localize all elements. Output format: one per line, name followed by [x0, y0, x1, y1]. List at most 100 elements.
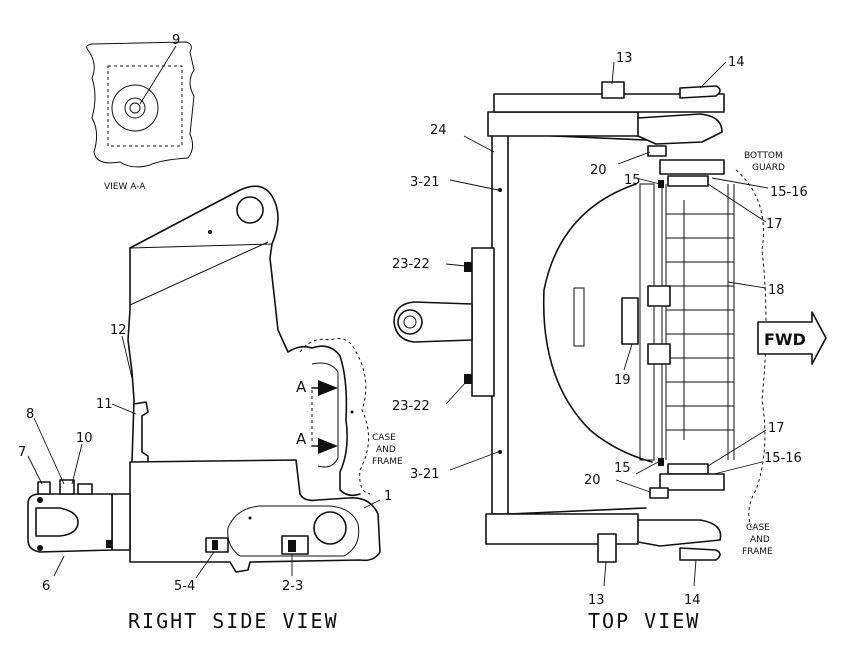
bolt-3-21-bottom — [498, 450, 502, 454]
upper-arm — [129, 185, 361, 497]
case-frame-label-2: AND — [376, 445, 396, 455]
leader-18 — [727, 281, 767, 289]
ref-5-4: 5-4 — [174, 579, 195, 594]
ref-18: 18 — [768, 283, 785, 298]
leader-20-top — [617, 151, 651, 165]
arm-left-edge — [127, 247, 135, 463]
bottom-guard-top — [659, 159, 725, 175]
leader-19 — [623, 343, 633, 371]
ref-19: 19 — [614, 373, 631, 388]
ref-23-22-bottom: 23-22 — [392, 399, 430, 414]
reel-shaft — [639, 183, 655, 461]
top-view: FWD 13 14 24 3-21 20 15 15-16 17 23-22 1… — [392, 51, 827, 633]
leader-17-top — [707, 183, 767, 223]
view-aa-outer-boss — [111, 84, 159, 132]
ref-3-21-top: 3-21 — [410, 175, 440, 190]
part-13-bottom — [597, 533, 617, 563]
part-15-top — [658, 180, 664, 188]
part-15-bottom — [658, 458, 664, 466]
part-14-top — [679, 85, 721, 99]
bolt-23-22-bottom — [464, 374, 472, 384]
view-aa: 9 VIEW A-A — [86, 33, 195, 192]
arm-bolt — [208, 230, 212, 234]
top-case-frame-label-2: AND — [750, 535, 770, 545]
ref-15-bottom: 15 — [614, 461, 631, 476]
leader-3-21-bottom — [449, 451, 499, 471]
leader-13-bottom — [603, 561, 607, 587]
bottom-crossbar — [485, 513, 639, 545]
case-frame-label-1: CASE — [372, 433, 396, 443]
bracket-11 — [133, 401, 149, 465]
fitting-5-4-bolt — [212, 540, 218, 550]
ref-8: 8 — [26, 407, 34, 422]
leader-20-bottom — [615, 479, 651, 493]
ref-11: 11 — [96, 397, 113, 412]
ref-15-16-top: 15-16 — [770, 185, 808, 200]
ref-1: 1 — [384, 489, 392, 504]
mount-plate — [471, 247, 495, 397]
view-aa-hole — [129, 102, 141, 114]
case-frame-boss — [311, 362, 339, 468]
case-frame-outline — [299, 338, 371, 495]
main-housing — [129, 459, 381, 573]
ref-17-bottom: 17 — [768, 421, 785, 436]
leader-14-bottom — [693, 559, 697, 587]
tow-eye — [393, 301, 473, 343]
fwd-label: FWD — [764, 330, 806, 349]
part-20-bottom — [649, 487, 669, 499]
top-case-frame-label-3: FRAME — [742, 547, 773, 557]
arm-pivot-hole — [236, 196, 264, 224]
bearing-block-top — [647, 285, 671, 307]
bottom-guard-label-1: BOTTOM — [744, 151, 783, 161]
ref-24: 24 — [430, 123, 447, 138]
part-8-10 — [59, 479, 75, 495]
ref-6: 6 — [42, 579, 50, 594]
bolt-3-21-top — [498, 188, 502, 192]
leader-15-16-bottom — [713, 461, 763, 475]
part-17-top — [667, 175, 709, 187]
case-frame-label-3: FRAME — [372, 457, 403, 467]
ref-9: 9 — [172, 33, 180, 48]
fitting-2-3-bolt — [288, 540, 296, 552]
part-17-bottom — [667, 463, 709, 475]
part-13-top — [601, 81, 625, 99]
leader-15-16-top — [711, 177, 769, 189]
leader-24 — [463, 135, 495, 153]
bolt-23-22-top — [464, 262, 472, 272]
bottom-linkage — [637, 519, 722, 547]
section-arrow-bottom — [318, 438, 338, 454]
leader-17-bottom — [707, 429, 767, 467]
arm-fold-line-2 — [129, 243, 273, 249]
clevis-pin-bottom — [37, 545, 43, 551]
reel-guard-arc — [542, 183, 653, 463]
ref-13-top: 13 — [616, 51, 633, 66]
leader-9 — [139, 45, 177, 105]
leader-7 — [27, 455, 43, 485]
ref-17-top: 17 — [766, 217, 783, 232]
top-case-frame-outline — [735, 169, 767, 531]
top-case-frame-label-1: CASE — [746, 523, 770, 533]
leader-23-22-bottom — [445, 381, 467, 405]
view-aa-outline — [86, 41, 195, 168]
top-linkage — [637, 113, 723, 145]
bearing-block-bottom — [647, 343, 671, 365]
ref-7: 7 — [18, 445, 26, 460]
right-side-view-title: RIGHT SIDE VIEW — [128, 609, 339, 633]
ref-3-21-bottom: 3-21 — [410, 467, 440, 482]
leader-15-bottom — [635, 461, 659, 475]
clevis-plate — [111, 493, 131, 551]
housing-pivot — [313, 511, 347, 545]
section-label-a-bottom: A — [296, 430, 307, 448]
leader-5-4 — [195, 551, 215, 579]
bottom-guard-bottom — [659, 473, 725, 491]
part-10-block — [77, 483, 93, 495]
frame-dot — [350, 410, 354, 414]
top-view-title: TOP VIEW — [588, 609, 700, 633]
frame-bottom-line — [507, 507, 647, 515]
ref-20-top: 20 — [590, 163, 607, 178]
ref-23-22-top: 23-22 — [392, 257, 430, 272]
leader-8 — [33, 417, 65, 485]
leader-10 — [71, 443, 83, 485]
housing-inner — [227, 505, 360, 557]
